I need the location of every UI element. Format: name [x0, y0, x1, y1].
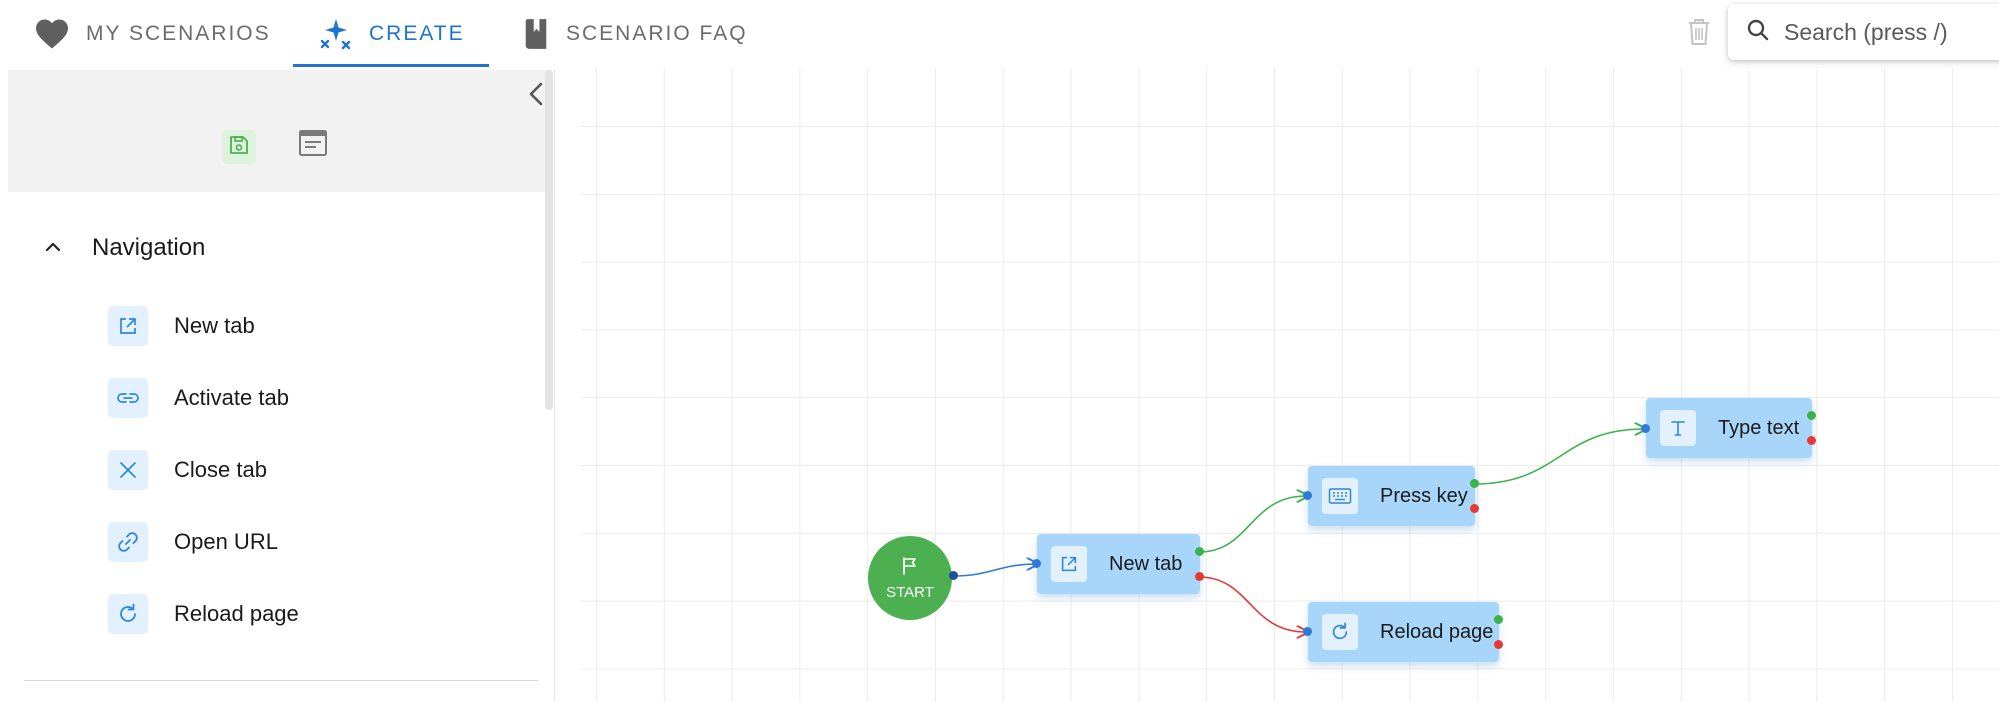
node-error-port[interactable] [1807, 436, 1816, 445]
tab-create[interactable]: CREATE [293, 0, 491, 68]
edge-press-key-to-type-text[interactable] [1473, 429, 1644, 485]
sidebar-item-label: Open URL [174, 529, 278, 554]
sidebar-border [554, 70, 555, 702]
node-error-port[interactable] [1494, 640, 1503, 649]
flow-node-reload-page[interactable]: Reload page [1308, 602, 1499, 662]
flow-canvas[interactable] [581, 68, 1999, 702]
search-input[interactable] [1784, 18, 1984, 46]
link-icon [108, 522, 148, 562]
sidebar-item-activate-tab[interactable]: Activate tab [108, 376, 289, 420]
sidebar-item-new-tab[interactable]: New tab [108, 304, 255, 348]
active-tab-indicator [293, 64, 489, 67]
sidebar: Navigation New tab Activate tab Close ta… [8, 70, 548, 702]
flow-node-press-key[interactable]: Press key [1308, 466, 1475, 526]
node-success-port[interactable] [1470, 479, 1479, 488]
node-input-port[interactable] [1032, 559, 1041, 568]
edge-start-to-new-tab[interactable] [953, 564, 1036, 577]
text-icon [1660, 410, 1696, 446]
book-icon [522, 18, 550, 50]
flow-node-type-text[interactable]: Type text [1646, 398, 1812, 458]
start-node[interactable]: START [868, 536, 952, 620]
start-output-port[interactable] [949, 571, 958, 580]
start-label: START [886, 583, 934, 601]
node-input-port[interactable] [1641, 424, 1650, 433]
heart-icon [34, 18, 70, 50]
node-label: Type text [1718, 416, 1800, 439]
sidebar-item-label: New tab [174, 313, 255, 338]
save-icon [228, 134, 250, 161]
external-link-icon [1051, 546, 1087, 582]
reload-icon [1322, 614, 1358, 650]
flow-node-new-tab[interactable]: New tab [1037, 534, 1200, 594]
sidebar-item-label: Activate tab [174, 385, 289, 410]
flag-icon [901, 556, 919, 580]
node-success-port[interactable] [1807, 411, 1816, 420]
search-box[interactable] [1728, 4, 1999, 60]
sidebar-scrollbar[interactable] [545, 70, 553, 410]
link-chain-icon [108, 378, 148, 418]
tab-label: CREATE [369, 22, 465, 45]
node-error-port[interactable] [1470, 504, 1479, 513]
keyboard-icon [1322, 478, 1358, 514]
node-label: New tab [1109, 552, 1183, 575]
save-button[interactable] [222, 130, 256, 164]
tab-scenario-faq[interactable]: SCENARIO FAQ [496, 0, 774, 68]
node-success-port[interactable] [1494, 615, 1503, 624]
edge-new-tab-to-press-key[interactable] [1198, 496, 1306, 553]
section-divider [24, 680, 538, 681]
sparkles-icon [319, 17, 353, 51]
reload-icon [108, 594, 148, 634]
chevron-up-icon [44, 239, 62, 257]
sidebar-item-open-url[interactable]: Open URL [108, 520, 278, 564]
sidebar-item-label: Reload page [174, 601, 299, 626]
external-link-icon [108, 306, 148, 346]
collapse-sidebar-button[interactable] [516, 76, 556, 116]
trash-icon[interactable] [1686, 16, 1712, 46]
sidebar-toolbar [8, 70, 548, 192]
node-label: Reload page [1380, 620, 1494, 643]
node-label: Press key [1380, 484, 1468, 507]
tab-label: SCENARIO FAQ [566, 22, 748, 45]
node-input-port[interactable] [1303, 491, 1312, 500]
node-error-port[interactable] [1195, 572, 1204, 581]
sidebar-item-close-tab[interactable]: Close tab [108, 448, 267, 492]
sidebar-item-label: Close tab [174, 457, 267, 482]
tab-my-scenarios[interactable]: MY SCENARIOS [8, 0, 297, 68]
form-icon [298, 129, 328, 162]
navigation-section-header[interactable]: Navigation [44, 228, 205, 268]
chevron-left-icon [526, 81, 546, 112]
close-icon [108, 450, 148, 490]
top-navigation: MY SCENARIOS CREATE SCENARIO FAQ [0, 0, 1999, 68]
search-icon [1746, 18, 1770, 47]
node-success-port[interactable] [1195, 547, 1204, 556]
sidebar-item-reload-page[interactable]: Reload page [108, 592, 299, 636]
section-title: Navigation [92, 234, 206, 261]
node-input-port[interactable] [1303, 627, 1312, 636]
edge-new-tab-to-reload-page[interactable] [1198, 576, 1306, 632]
properties-button[interactable] [296, 128, 330, 162]
tab-label: MY SCENARIOS [86, 22, 271, 45]
